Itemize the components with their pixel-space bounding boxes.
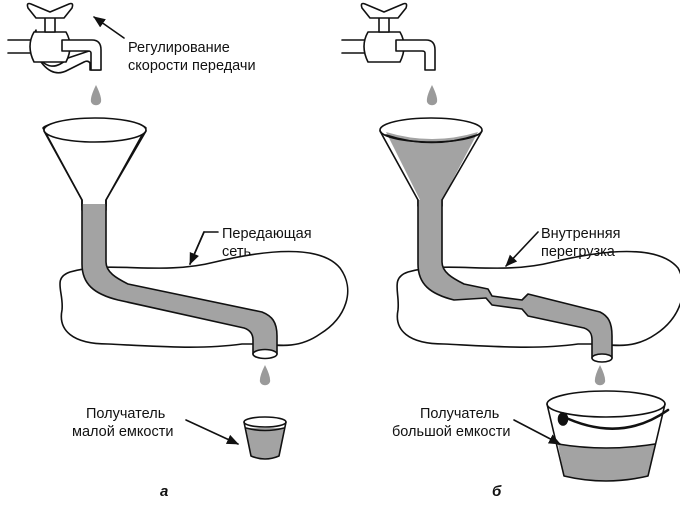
faucet-icon — [341, 2, 436, 71]
arrow-icon — [185, 419, 239, 445]
overload-label-2: перегрузка — [541, 244, 616, 260]
rate-control-label: Регулирование — [128, 40, 230, 56]
arrow-icon — [505, 231, 539, 267]
cup-icon — [243, 416, 287, 460]
drop-icon — [259, 365, 271, 386]
drop-icon — [594, 365, 606, 386]
arrow-icon — [513, 419, 561, 445]
pipe-icon — [417, 199, 593, 359]
bucket-icon — [546, 390, 670, 482]
pipe-water — [82, 204, 277, 352]
rate-control-label-2: скорости передачи — [128, 58, 256, 74]
panel-b-label: б — [492, 483, 502, 500]
network-label-2: сеть — [222, 244, 251, 260]
panel-b: Внутренняя перегрузка Получатель большой… — [341, 2, 680, 500]
network-label: Передающая — [222, 226, 312, 242]
pipe-water — [418, 200, 612, 356]
panel-a: Регулирование скорости передачи Передающ… — [7, 2, 349, 500]
large-receiver-label: Получатель — [420, 406, 499, 422]
panel-a-label: а — [160, 483, 168, 500]
small-receiver-label-2: малой емкости — [72, 424, 173, 440]
drop-icon — [90, 85, 102, 106]
drop-icon — [426, 85, 438, 106]
small-receiver-label: Получатель — [86, 406, 165, 422]
faucet-icon — [7, 2, 102, 74]
overload-label: Внутренняя — [541, 226, 620, 242]
large-receiver-label-2: большой емкости — [392, 424, 511, 440]
pipe-icon — [81, 199, 254, 355]
arrow-icon — [93, 16, 125, 39]
arrow-icon — [189, 231, 205, 265]
